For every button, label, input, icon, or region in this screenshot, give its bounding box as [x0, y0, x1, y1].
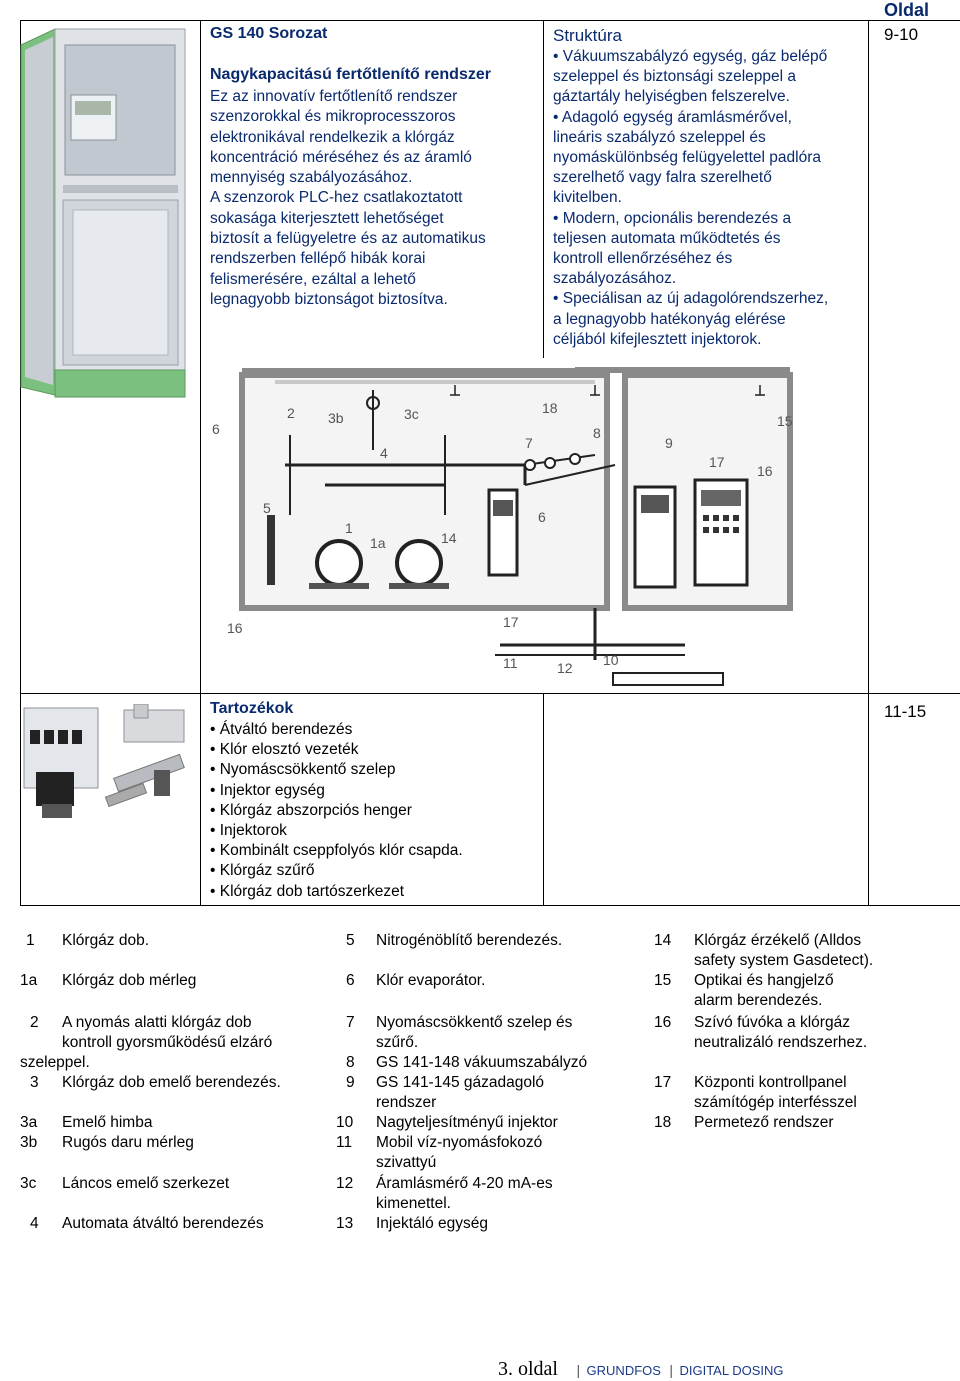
table-left-border [20, 20, 21, 906]
accessories-list: • Átváltó berendezés • Klór elosztó veze… [210, 720, 463, 902]
structure-list: • Vákuumszabályzó egység, gáz belépő sze… [553, 48, 829, 348]
list-item: • Kombinált cseppfolyós klór csapda. [210, 842, 463, 860]
label-3c: 3c [404, 406, 419, 422]
table-bottom-border [20, 905, 960, 906]
label-6b: 6 [538, 509, 546, 525]
page-number: 3. oldal [498, 1358, 558, 1380]
table-top-border [20, 20, 960, 21]
kiosk-cabinet-image [20, 28, 186, 398]
label-16a: 16 [227, 620, 243, 636]
col-divider-3 [868, 20, 869, 906]
page-column-header: Oldal [884, 0, 930, 20]
accessories-title: Tartozékok [210, 700, 294, 717]
series-title: GS 140 Sorozat [210, 25, 328, 42]
footer-separator: | [669, 1362, 674, 1378]
col-divider-2b [543, 693, 544, 906]
label-18: 18 [542, 400, 558, 416]
product-name: DIGITAL DOSING [679, 1363, 784, 1378]
label-4: 4 [380, 445, 388, 461]
list-item: • Klór elosztó vezeték [210, 741, 359, 759]
subtitle: Nagykapacitású fertőtlenítő rendszer [210, 66, 491, 83]
label-6a: 6 [212, 421, 220, 437]
label-11: 11 [503, 655, 518, 671]
label-10: 10 [603, 652, 619, 668]
list-item: • Klórgáz abszorpciós henger [210, 801, 412, 819]
label-7: 7 [525, 435, 533, 451]
label-9: 9 [665, 435, 673, 451]
label-17a: 17 [709, 454, 725, 470]
label-3b: 3b [328, 410, 344, 426]
col-divider-1 [200, 20, 201, 906]
col-divider-2 [543, 20, 544, 358]
footer-separator: | [576, 1362, 581, 1378]
footer: 3. oldal | GRUNDFOS | DIGITAL DOSING [498, 1358, 784, 1381]
injector-unit-image [104, 704, 185, 808]
label-1: 1 [345, 520, 353, 536]
page-ref-11-15: 11-15 [884, 702, 927, 721]
list-item: • Injektorok [210, 822, 287, 840]
list-item: • Injektor egység [210, 781, 325, 799]
label-1a: 1a [370, 535, 386, 551]
label-2: 2 [287, 405, 295, 421]
page-ref-9-10: 9-10 [884, 25, 919, 44]
label-12: 12 [557, 660, 573, 676]
table-mid-border [20, 693, 960, 694]
list-item: • Átváltó berendezés [210, 721, 353, 738]
label-16b: 16 [757, 463, 773, 479]
label-15: 15 [777, 413, 793, 429]
label-17b: 17 [503, 614, 519, 630]
label-8: 8 [593, 425, 601, 441]
list-item: • Nyomáscsökkentő szelep [210, 761, 396, 779]
system-schematic-diagram: 1 1a 2 3b 3c 4 5 6 6 7 8 9 10 11 12 14 1… [212, 367, 793, 686]
label-5: 5 [263, 500, 271, 516]
intro-paragraph: Ez az innovatív fertőtlenítő rendszer sz… [210, 88, 486, 308]
list-item: • Klórgáz dob tartószerkezet [210, 882, 405, 900]
control-panel-image [23, 707, 99, 818]
structure-title: Struktúra [553, 26, 622, 45]
label-14: 14 [441, 530, 457, 546]
brand-name: GRUNDFOS [586, 1363, 661, 1378]
list-item: • Klórgáz szűrő [210, 862, 315, 880]
